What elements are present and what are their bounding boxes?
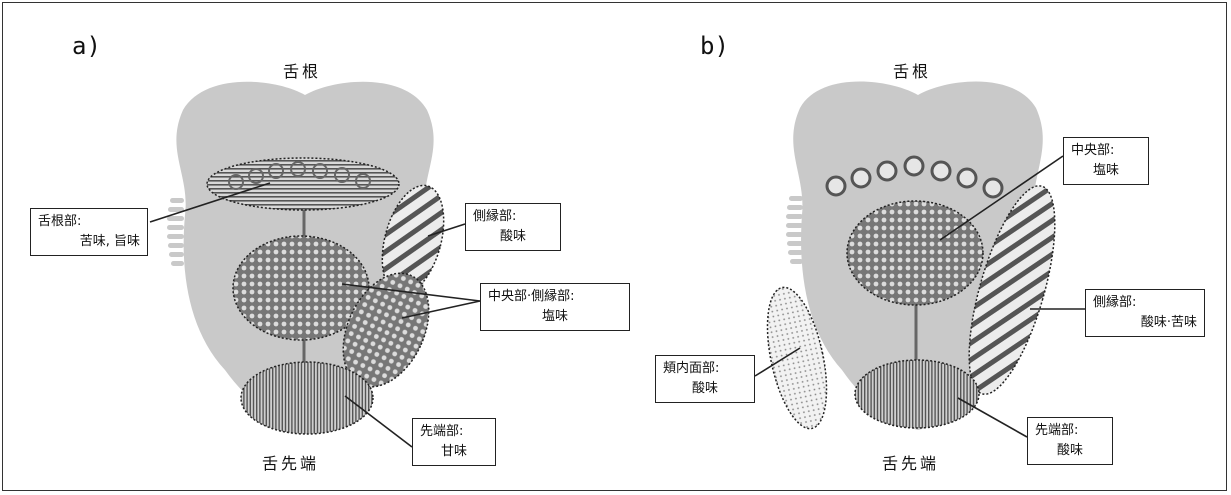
panel-a-callout-tip: 先端部: 甘味 <box>412 418 496 466</box>
callout-title: 側縁部: <box>1093 293 1197 313</box>
panel-b-bottom-caption: 舌先端 <box>882 450 939 474</box>
callout-taste: 酸味 <box>663 379 747 399</box>
callout-taste: 苦味, 旨味 <box>38 232 140 252</box>
callout-title: 側縁部: <box>473 207 553 227</box>
panel-b-top-caption: 舌根 <box>893 58 931 82</box>
panel-a-bottom-caption: 舌先端 <box>262 450 319 474</box>
panel-b-callout-cheek: 頬内面部: 酸味 <box>655 355 755 403</box>
callout-title: 頬内面部: <box>663 359 747 379</box>
panel-b-callout-center: 中央部: 塩味 <box>1063 137 1149 185</box>
callout-title: 中央部: <box>1071 141 1141 161</box>
callout-taste: 塩味 <box>488 307 622 327</box>
panel-b-tongue <box>757 82 1073 434</box>
callout-title: 先端部: <box>1035 421 1105 441</box>
panel-b-callout-side: 側縁部: 酸味·苦味 <box>1085 289 1205 337</box>
panel-a-callout-root: 舌根部: 苦味, 旨味 <box>30 208 148 256</box>
callout-taste: 塩味 <box>1071 161 1141 181</box>
panel-b-label: b) <box>700 32 729 60</box>
callout-taste: 酸味 <box>473 227 553 247</box>
panel-a-tongue <box>167 82 455 434</box>
callout-title: 舌根部: <box>38 212 140 232</box>
panel-a-label: a) <box>72 32 101 60</box>
callout-taste: 甘味 <box>420 442 488 462</box>
panel-a-callout-center-side: 中央部·側縁部: 塩味 <box>480 283 630 331</box>
callout-title: 中央部·側縁部: <box>488 287 622 307</box>
callout-taste: 酸味 <box>1035 441 1105 461</box>
panel-b-callout-tip: 先端部: 酸味 <box>1027 417 1113 465</box>
callout-taste: 酸味·苦味 <box>1093 313 1197 333</box>
panel-a-top-caption: 舌根 <box>283 58 321 82</box>
panel-a-callout-side: 側縁部: 酸味 <box>465 203 561 251</box>
callout-title: 先端部: <box>420 422 488 442</box>
